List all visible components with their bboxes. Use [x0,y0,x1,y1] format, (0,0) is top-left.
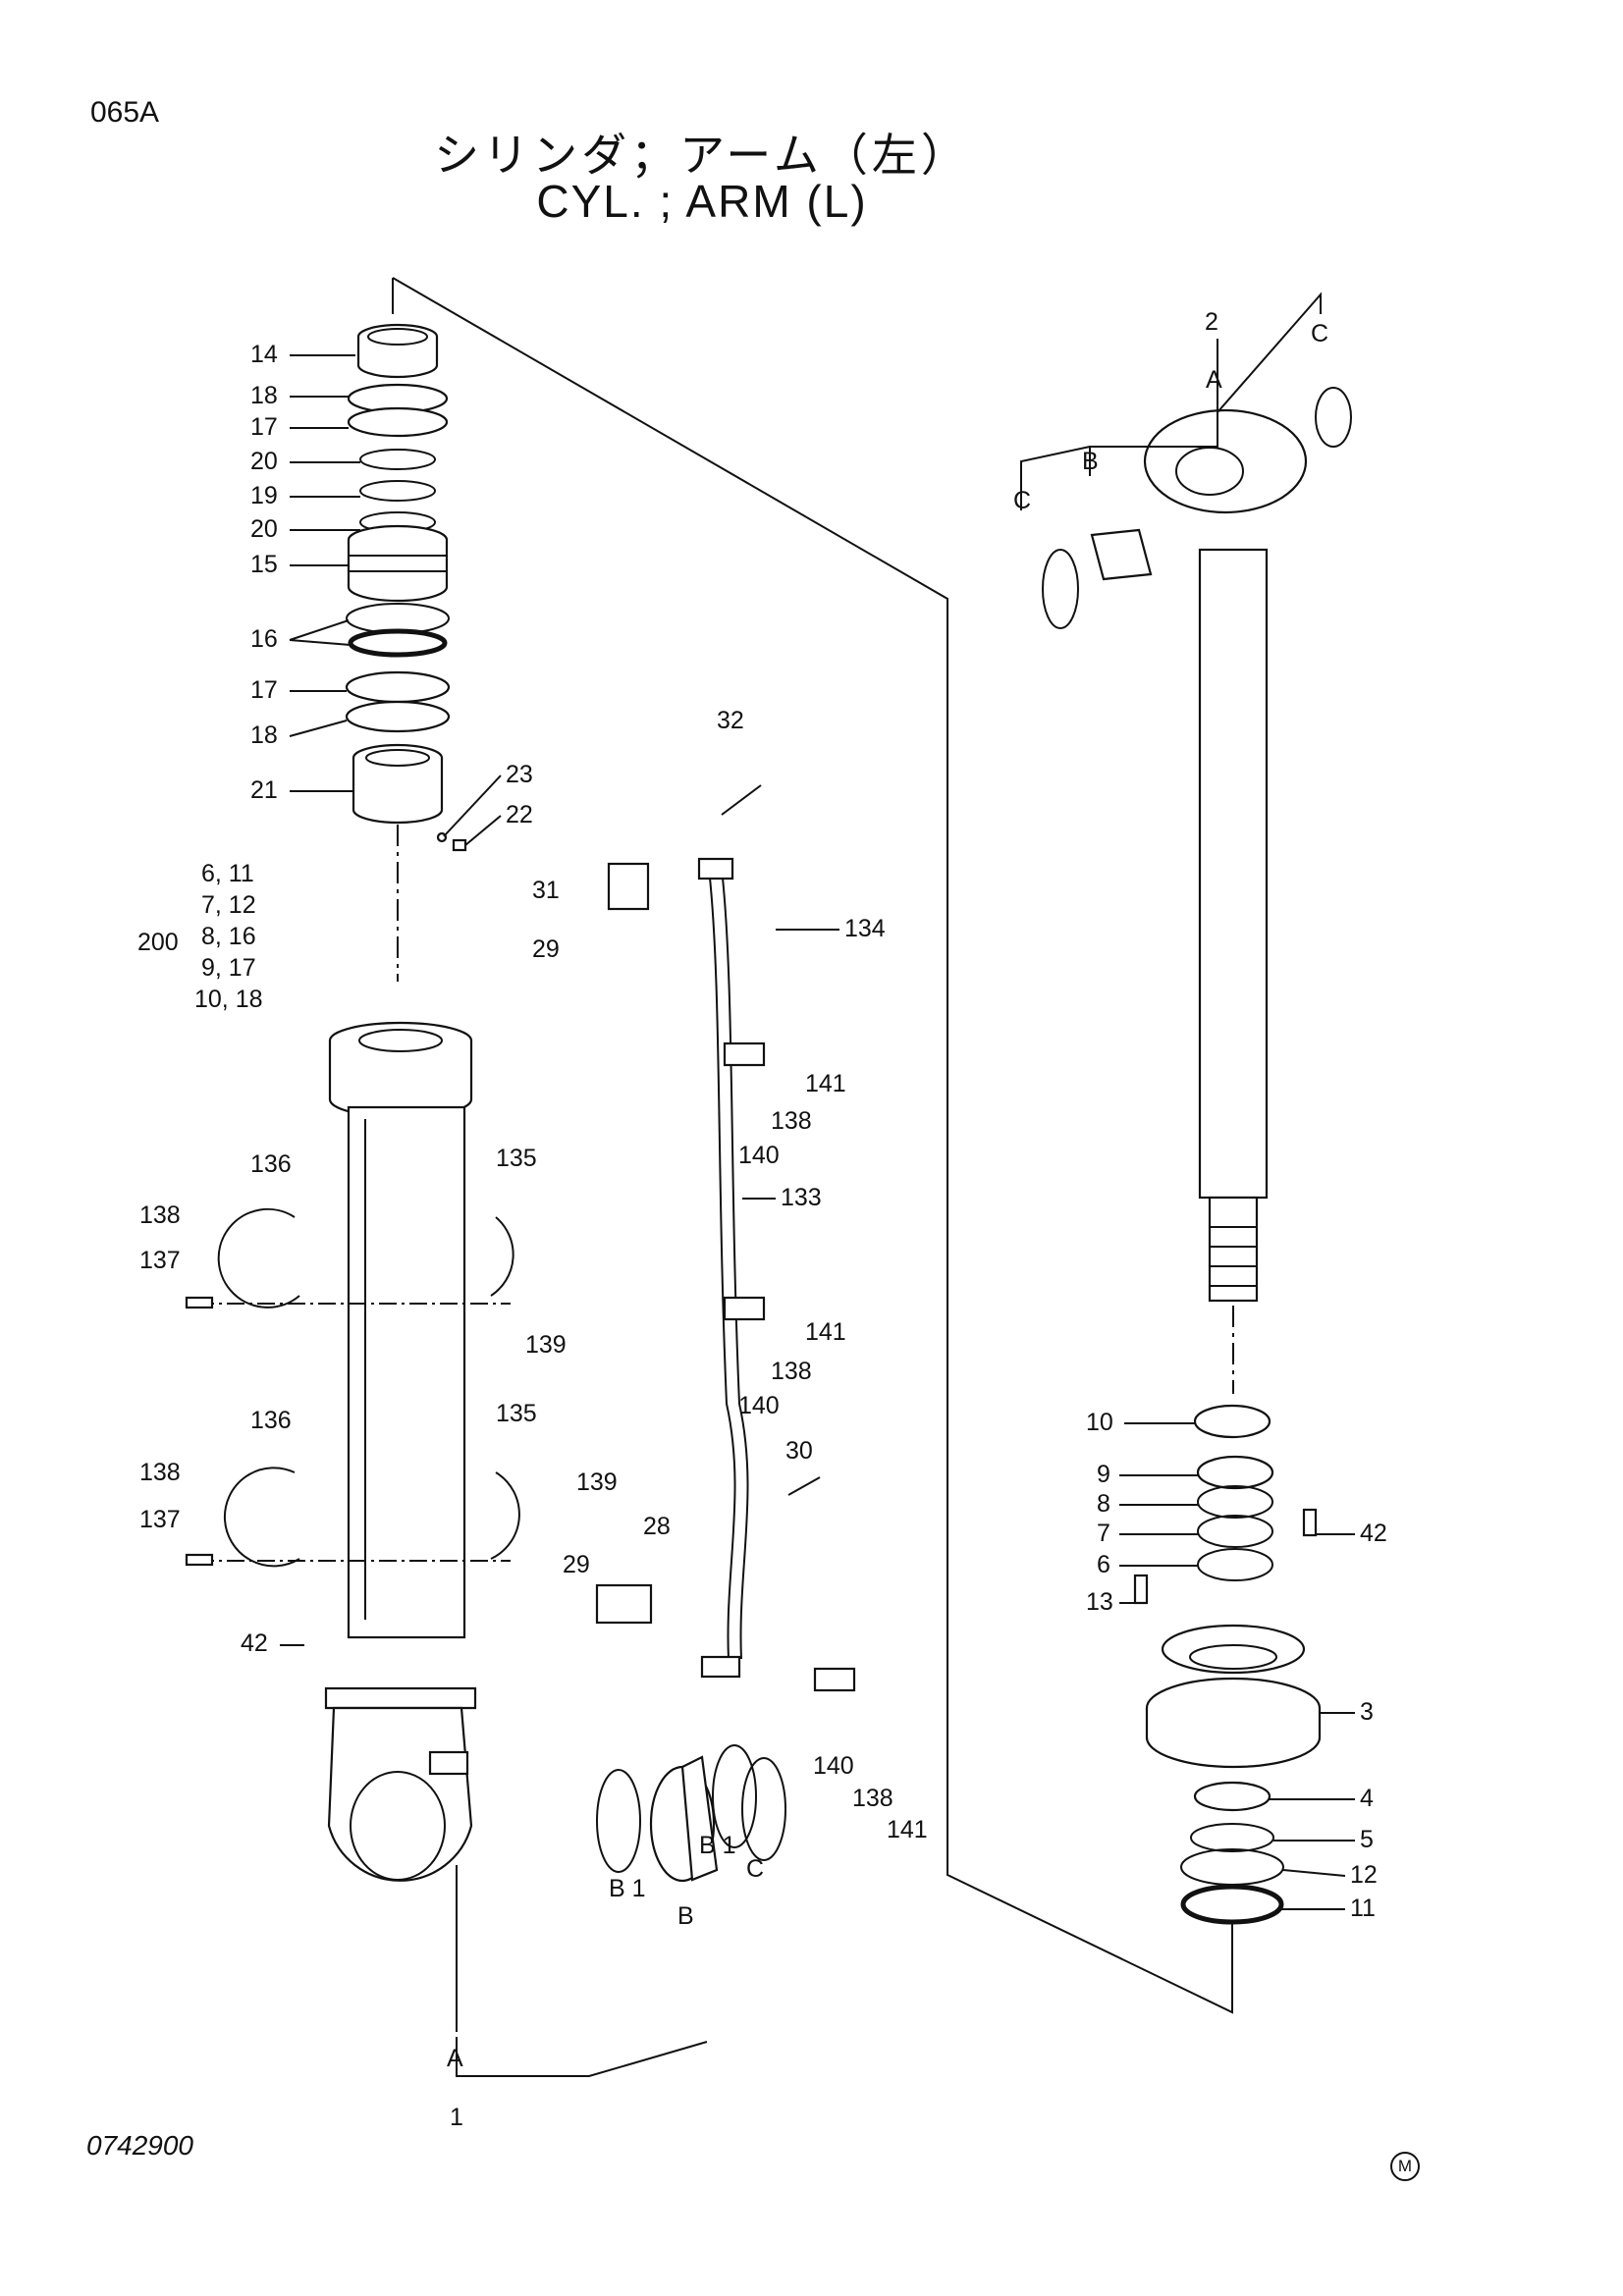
label-23: 23 [506,761,533,788]
rod-head-parts [1133,1404,1322,1925]
label-138: 138 [139,1459,181,1486]
label-136: 136 [250,1150,292,1178]
label-18: 18 [250,721,278,749]
label-31: 31 [532,877,560,904]
piston-rod [1042,387,1352,1303]
label-140: 140 [738,1142,780,1169]
group-letter-C: C [1013,487,1031,514]
label-139: 139 [576,1468,618,1496]
group-letter-A: A [447,2045,463,2072]
label-138: 138 [771,1107,812,1135]
kit-200-line: 8, 16 [201,923,256,950]
label-1: 1 [450,2104,463,2131]
label-138: 138 [139,1201,181,1229]
part-labels: 14 18 17 20 19 20 15 16 17 18 21 23 22 2… [137,308,1387,2131]
label-22: 22 [506,801,533,828]
label-133: 133 [781,1184,822,1211]
label-134: 134 [844,915,886,942]
leader-lines [280,292,1355,1910]
label-12: 12 [1350,1861,1378,1889]
label-138: 138 [852,1785,893,1812]
label-137: 137 [139,1506,181,1533]
document-number: 0742900 [86,2130,194,2161]
group-letter-C: C [746,1855,764,1883]
kit-200-line: 9, 17 [201,954,256,982]
group-letter-A: A [1206,366,1222,394]
page-code: 065A [90,96,160,129]
label-135: 135 [496,1145,537,1172]
label-8: 8 [1097,1490,1110,1518]
leader-bracket-A [456,2037,708,2077]
label-141: 141 [887,1816,928,1843]
label-16: 16 [250,625,278,653]
label-9: 9 [1097,1461,1110,1488]
label-14: 14 [250,341,278,368]
label-17: 17 [250,413,278,441]
label-4: 4 [1360,1785,1374,1812]
label-135: 135 [496,1400,537,1427]
tube-clamps [185,1207,520,1568]
label-140: 140 [738,1392,780,1419]
label-21: 21 [250,776,278,804]
kit-200-line: 6, 11 [201,860,254,887]
label-136: 136 [250,1407,292,1434]
label-141: 141 [805,1070,846,1097]
label-3: 3 [1360,1698,1374,1726]
label-28: 28 [643,1513,671,1540]
label-32: 32 [717,707,744,734]
label-7: 7 [1097,1520,1110,1547]
label-29: 29 [532,935,560,963]
label-2: 2 [1205,308,1218,336]
label-19: 19 [250,482,278,509]
label-5: 5 [1360,1826,1374,1853]
group-letter-B1: B 1 [609,1875,646,1902]
label-6: 6 [1097,1551,1110,1578]
label-140: 140 [813,1752,854,1780]
label-20: 20 [250,515,278,543]
label-139: 139 [525,1331,567,1359]
label-200: 200 [137,929,179,956]
label-15: 15 [250,551,278,578]
label-42: 42 [1360,1520,1387,1547]
bushing-parts [596,1744,786,1883]
label-11: 11 [1350,1895,1376,1922]
title-english: CYL. ; ARM (L) [536,176,868,227]
label-141: 141 [805,1318,846,1346]
maker-mark: M [1390,2152,1420,2181]
title-japanese: シリンダ；アーム（左） [434,129,970,182]
label-137: 137 [139,1247,181,1274]
kit-200-line: 7, 12 [201,891,256,919]
label-17: 17 [250,676,278,704]
hose-pipe [595,784,856,1692]
group-letter-B: B [677,1902,694,1930]
group-letter-B1: B 1 [699,1832,736,1859]
label-20: 20 [250,448,278,475]
label-42: 42 [241,1629,268,1657]
label-30: 30 [785,1437,813,1465]
label-29: 29 [563,1551,590,1578]
assembly-frame-line [392,277,1233,2014]
label-18: 18 [250,382,278,409]
label-138: 138 [771,1358,812,1385]
cylinder-tube [324,1021,477,1882]
group-letter-C: C [1311,320,1328,347]
gland-parts [345,323,467,852]
label-13: 13 [1086,1588,1113,1616]
label-10: 10 [1086,1409,1113,1436]
kit-200-line: 10, 18 [194,986,263,1013]
